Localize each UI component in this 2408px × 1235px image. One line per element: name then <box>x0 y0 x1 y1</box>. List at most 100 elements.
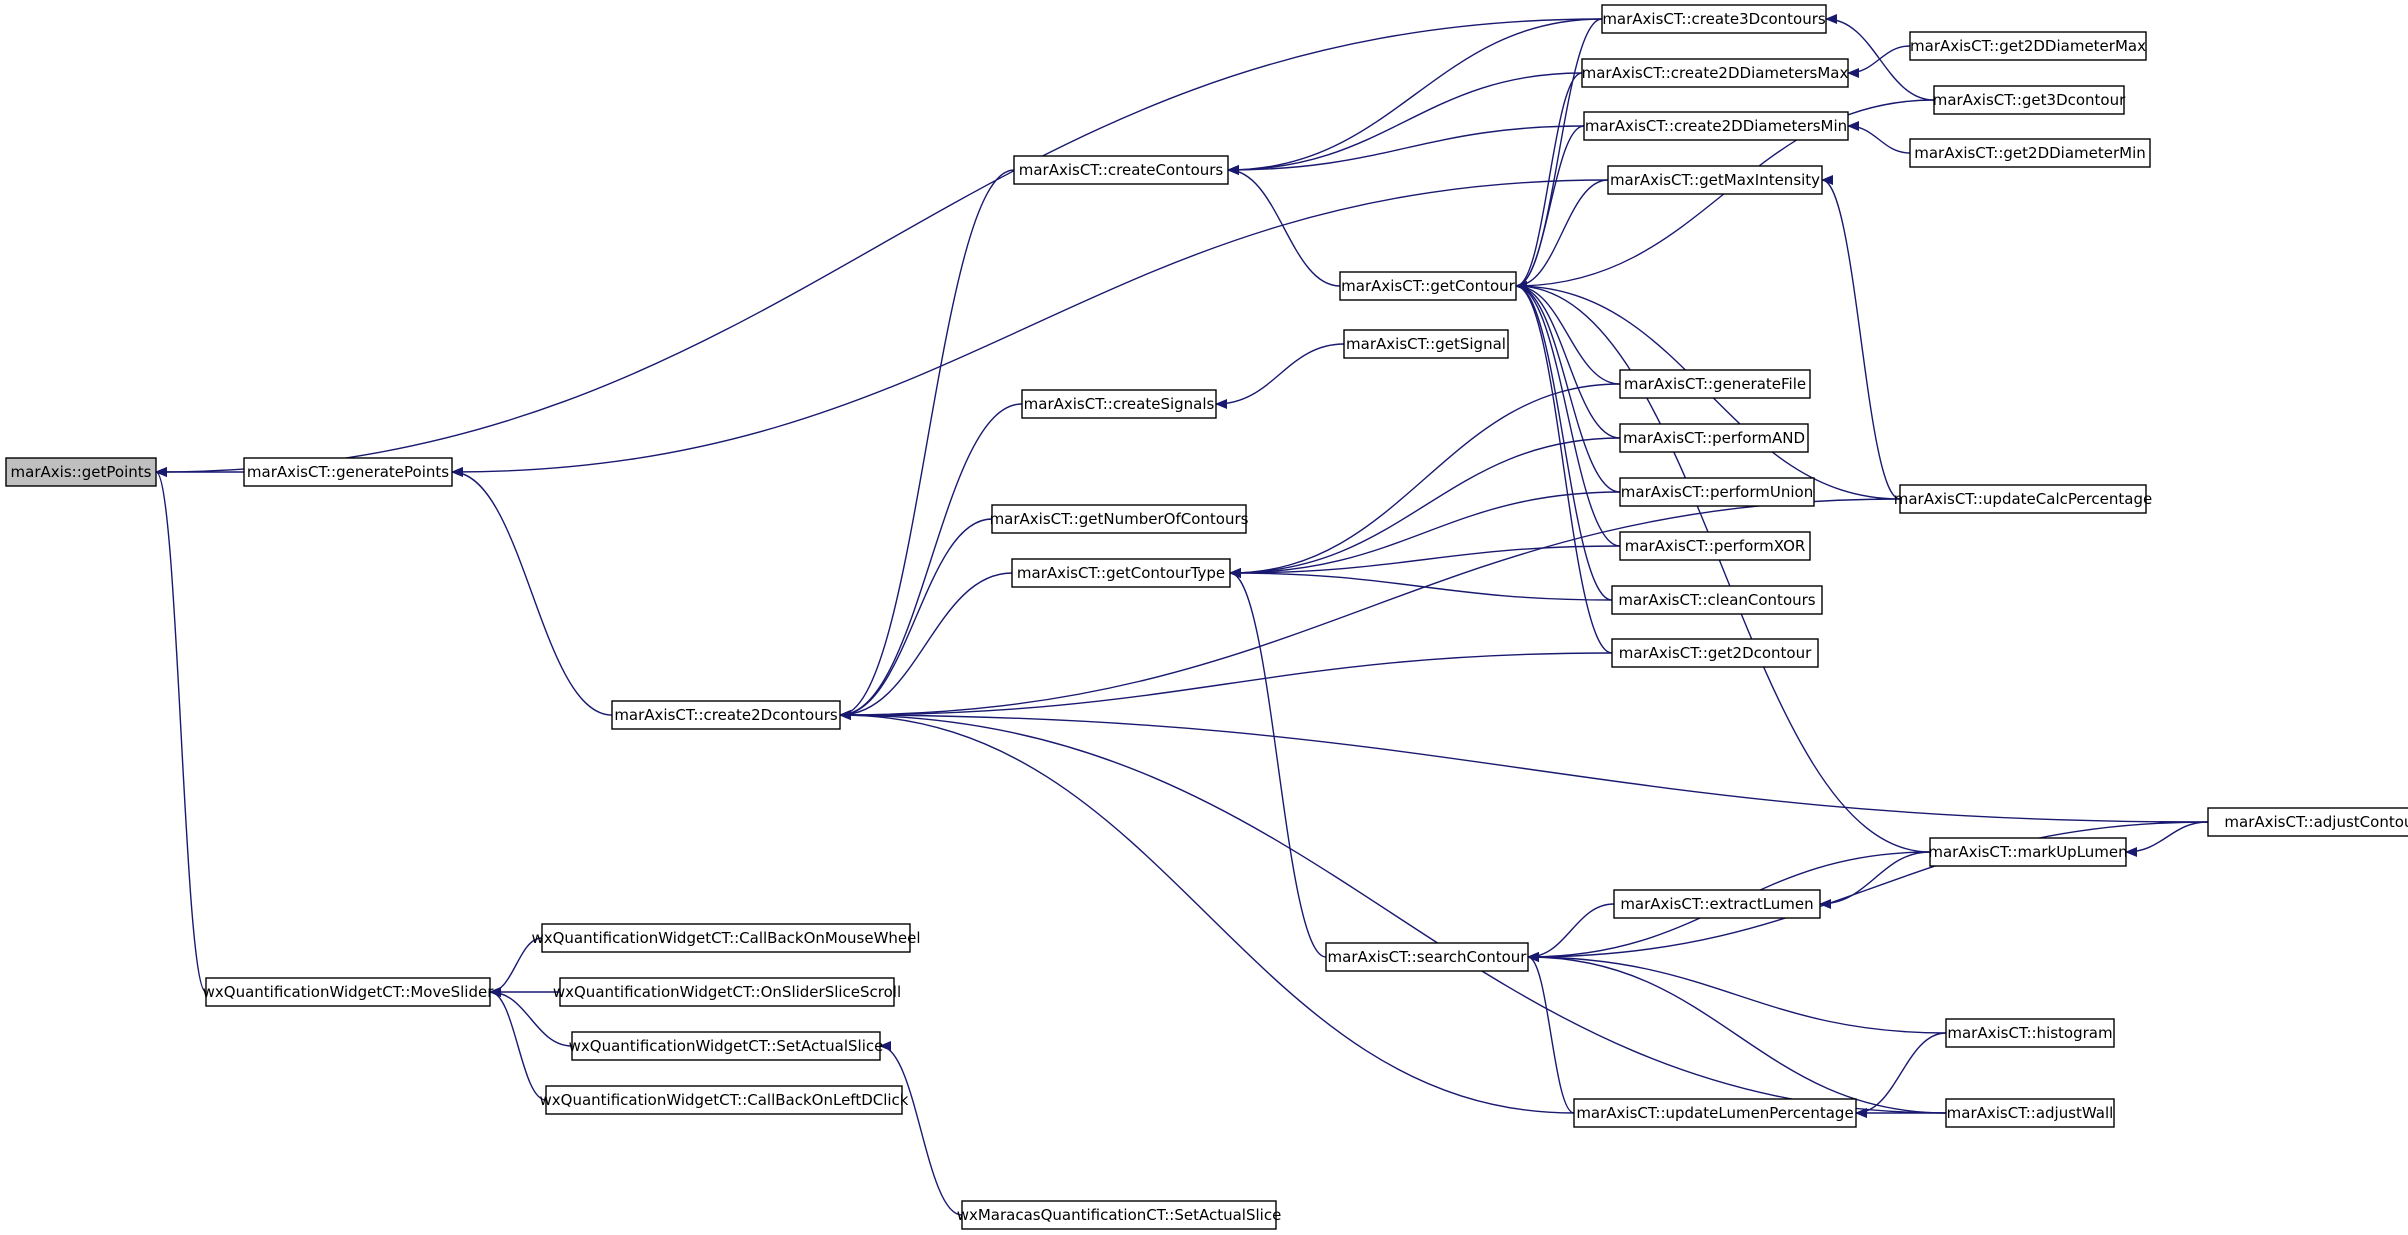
node-maraxisct-get2dcontour[interactable]: marAxisCT::get2Dcontour <box>1611 638 1819 668</box>
edge-maraxisct-getsignal-to-maraxisct-createsignals <box>1215 343 1345 409</box>
node-maraxisct-searchcontour[interactable]: marAxisCT::searchContour <box>1325 942 1529 972</box>
node-box <box>1933 85 2125 115</box>
node-wxmaracasquantificationct-setactualslice[interactable]: wxMaracasQuantificationCT::SetActualSlic… <box>957 1200 1282 1230</box>
node-maraxisct-performxor[interactable]: marAxisCT::performXOR <box>1619 531 1811 561</box>
node-box <box>611 700 841 730</box>
node-maraxisct-markuplumen[interactable]: marAxisCT::markUpLumen <box>1928 837 2128 867</box>
edge-maraxisct-performunion-to-maraxisct-getcontourtype <box>1229 491 1621 578</box>
node-box <box>571 1031 881 1061</box>
edge-maraxisct-get2ddiametermax-to-maraxisct-create2ddiametersmax <box>1847 45 1911 78</box>
node-maraxisct-adjustcontour[interactable]: marAxisCT::adjustContour <box>2207 807 2408 837</box>
node-label: marAxisCT::performXOR <box>1625 537 1806 555</box>
edge-maraxisct-performxor-to-maraxisct-getcontourtype <box>1229 545 1621 578</box>
node-maraxisct-histogram[interactable]: marAxisCT::histogram <box>1945 1018 2115 1048</box>
node-label: marAxisCT::create2DDiametersMax <box>1582 64 1849 82</box>
node-box <box>2207 807 2408 837</box>
edge-maraxisct-performand-to-maraxisct-getcontour <box>1515 281 1621 439</box>
node-wxquantificationwidgetct-moveslider[interactable]: wxQuantificationWidgetCT::MoveSlider <box>203 977 495 1007</box>
edge-maraxisct-create2dcontours-to-maraxisct-generatepoints <box>451 467 613 716</box>
node-maraxisct-get2ddiametermin[interactable]: marAxisCT::get2DDiameterMin <box>1909 138 2151 168</box>
edge-maraxisct-generatefile-to-maraxisct-getcontourtype <box>1229 383 1621 578</box>
node-box <box>545 1085 903 1115</box>
node-maraxisct-get2ddiametermax[interactable]: marAxisCT::get2DDiameterMax <box>1909 31 2147 61</box>
node-box <box>205 977 491 1007</box>
node-maraxisct-get3dcontour[interactable]: marAxisCT::get3Dcontour <box>1933 85 2126 115</box>
edge-maraxisct-adjustwall-to-maraxisct-searchcontour <box>1527 952 1947 1114</box>
node-maraxisct-getcontourtype[interactable]: marAxisCT::getContourType <box>1011 558 1231 588</box>
edge-maraxisct-create3dcontours-to-maraxisct-createcontours <box>1227 18 1603 175</box>
node-box <box>243 457 453 487</box>
node-box <box>1011 558 1231 588</box>
edge-maraxisct-get2dcontour-to-maraxisct-getcontour <box>1515 281 1613 654</box>
edge-maraxisct-getmaxintensity-to-maraxisct-generatepoints <box>451 179 1609 477</box>
node-wxquantificationwidgetct-callbackonleftdclick[interactable]: wxQuantificationWidgetCT::CallBackOnLeft… <box>540 1085 909 1115</box>
edge-maraxisct-adjustcontour-to-maraxisct-create2dcontours <box>839 710 2209 823</box>
edge-maraxisct-markuplumen-to-maraxisct-extractlumen <box>1819 851 1931 909</box>
node-wxquantificationwidgetct-callbackonmousewheel[interactable]: wxQuantificationWidgetCT::CallBackOnMous… <box>531 923 921 953</box>
node-maraxisct-getsignal[interactable]: marAxisCT::getSignal <box>1343 329 1509 359</box>
node-maraxisct-generatefile[interactable]: marAxisCT::generateFile <box>1619 369 1811 399</box>
edge-maraxisct-extractlumen-to-maraxisct-searchcontour <box>1527 903 1615 962</box>
node-box <box>1929 837 2127 867</box>
node-maraxisct-createcontours[interactable]: marAxisCT::createContours <box>1013 155 1229 185</box>
node-wxquantificationwidgetct-setactualslice[interactable]: wxQuantificationWidgetCT::SetActualSlice <box>569 1031 884 1061</box>
edge-maraxisct-getcontourtype-to-maraxisct-create2dcontours <box>839 572 1013 720</box>
edge-maraxisct-getnumberofcontours-to-maraxisct-create2dcontours <box>839 518 993 720</box>
edge-maraxisct-markuplumen-to-maraxisct-getcontour <box>1515 281 1931 853</box>
node-maraxisct-getnumberofcontours[interactable]: marAxisCT::getNumberOfContours <box>990 504 1249 534</box>
edge-maraxisct-updatecalcpercentage-to-maraxisct-create2dcontours <box>839 498 1901 720</box>
node-maraxisct-cleancontours[interactable]: marAxisCT::cleanContours <box>1611 585 1823 615</box>
node-maraxisct-getcontour[interactable]: marAxisCT::getContour <box>1339 271 1517 301</box>
edge-maraxisct-cleancontours-to-maraxisct-getcontourtype <box>1229 568 1613 601</box>
node-maraxisct-createsignals[interactable]: marAxisCT::createSignals <box>1021 389 1217 419</box>
node-label: marAxis::getPoints <box>11 463 152 481</box>
node-maraxis-getpoints[interactable]: marAxis::getPoints <box>5 457 157 487</box>
node-label: marAxisCT::get3Dcontour <box>1933 91 2126 109</box>
node-box <box>1343 329 1509 359</box>
edge-maraxisct-searchcontour-to-maraxisct-getcontourtype <box>1229 568 1327 958</box>
node-label: marAxisCT::createSignals <box>1024 395 1215 413</box>
node-box <box>1613 889 1821 919</box>
node-label: marAxisCT::create3Dcontours <box>1602 10 1826 28</box>
node-box <box>1619 369 1811 399</box>
edge-maraxisct-create2ddiametersmin-to-maraxisct-getcontour <box>1515 125 1585 291</box>
node-label: wxMaracasQuantificationCT::SetActualSlic… <box>957 1206 1282 1224</box>
node-box <box>1611 585 1823 615</box>
edge-maraxisct-generatefile-to-maraxisct-getcontour <box>1515 281 1621 385</box>
edge-maraxisct-updatelumenpercentage-to-maraxisct-create2dcontours <box>839 710 1575 1114</box>
node-label: marAxisCT::histogram <box>1947 1024 2112 1042</box>
node-maraxisct-create3dcontours[interactable]: marAxisCT::create3Dcontours <box>1601 4 1827 34</box>
node-maraxisct-performand[interactable]: marAxisCT::performAND <box>1619 423 1809 453</box>
node-wxquantificationwidgetct-onsliderslicescroll[interactable]: wxQuantificationWidgetCT::OnSliderSliceS… <box>553 977 901 1007</box>
node-maraxisct-updatelumenpercentage[interactable]: marAxisCT::updateLumenPercentage <box>1573 1098 1857 1128</box>
node-box <box>1581 58 1849 88</box>
node-maraxisct-create2dcontours[interactable]: marAxisCT::create2Dcontours <box>611 700 841 730</box>
edge-maraxisct-getmaxintensity-to-maraxisct-getcontour <box>1515 179 1609 291</box>
edge-maraxisct-createsignals-to-maraxisct-create2dcontours <box>839 403 1023 720</box>
edge-maraxisct-performunion-to-maraxisct-getcontour <box>1515 281 1621 493</box>
node-box <box>1909 138 2151 168</box>
node-box <box>1583 111 1849 141</box>
node-box <box>1909 31 2147 61</box>
edge-wxquantificationwidgetct-setactualslice-to-wxquantificationwidgetct-moveslider <box>489 987 573 1047</box>
node-label: marAxisCT::cleanContours <box>1618 591 1815 609</box>
node-box <box>1601 4 1827 34</box>
node-maraxisct-create2ddiametersmax[interactable]: marAxisCT::create2DDiametersMax <box>1581 58 1849 88</box>
edge-maraxisct-performxor-to-maraxisct-getcontour <box>1515 281 1621 547</box>
node-label: wxQuantificationWidgetCT::CallBackOnLeft… <box>540 1091 909 1109</box>
node-box <box>1945 1018 2115 1048</box>
node-label: marAxisCT::get2Dcontour <box>1619 644 1812 662</box>
node-label: marAxisCT::performUnion <box>1621 483 1813 501</box>
edge-maraxisct-get2dcontour-to-maraxisct-create2dcontours <box>839 652 1613 720</box>
node-maraxisct-generatepoints[interactable]: marAxisCT::generatePoints <box>243 457 453 487</box>
node-maraxisct-adjustwall[interactable]: marAxisCT::adjustWall <box>1945 1098 2115 1128</box>
node-maraxisct-performunion[interactable]: marAxisCT::performUnion <box>1619 477 1815 507</box>
node-box <box>1619 531 1811 561</box>
node-maraxisct-create2ddiametersmin[interactable]: marAxisCT::create2DDiametersMin <box>1583 111 1849 141</box>
node-maraxisct-extractlumen[interactable]: marAxisCT::extractLumen <box>1613 889 1821 919</box>
node-maraxisct-updatecalcpercentage[interactable]: marAxisCT::updateCalcPercentage <box>1894 484 2153 514</box>
node-maraxisct-getmaxintensity[interactable]: marAxisCT::getMaxIntensity <box>1607 165 1823 195</box>
edge-maraxisct-create2ddiametersmin-to-maraxisct-createcontours <box>1227 125 1585 175</box>
edges-layer <box>155 14 2209 1216</box>
edge-maraxisct-createcontours-to-maraxisct-create2dcontours <box>839 169 1015 720</box>
